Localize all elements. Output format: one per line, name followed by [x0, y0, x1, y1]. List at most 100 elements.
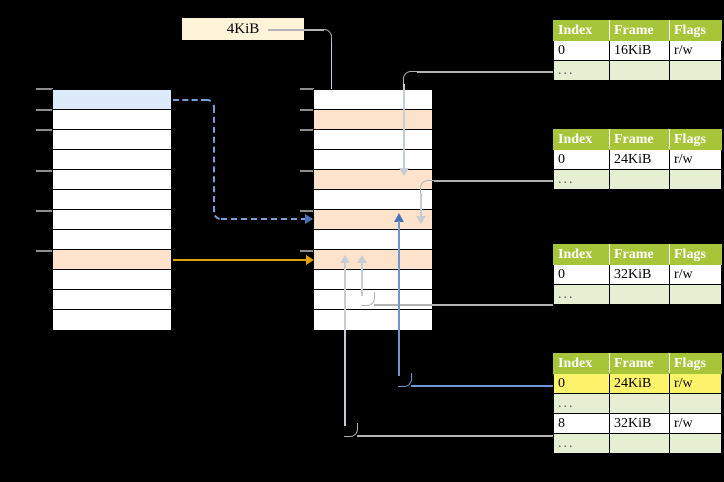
connector-pt4a-horizontal	[411, 385, 553, 387]
gutter-tick	[36, 129, 53, 131]
cell-index: 0	[553, 40, 610, 61]
table-row[interactable]: ...	[553, 433, 722, 454]
left-memory-row-9[interactable]	[53, 270, 171, 290]
cell-frame	[609, 60, 670, 81]
middle-memory-row-4[interactable]	[314, 170, 432, 190]
left-memory-row-4[interactable]	[53, 170, 171, 190]
cell-flags: r/w	[669, 149, 722, 170]
cell-frame: 24KiB	[609, 373, 670, 394]
column-header-index: Index	[553, 129, 610, 150]
gutter-tick	[300, 170, 314, 172]
left-memory-row-0[interactable]	[53, 90, 171, 110]
middle-memory-row-0[interactable]	[314, 90, 432, 110]
connector-pt3-horizontal	[374, 304, 553, 306]
cell-frame	[609, 284, 670, 305]
cell-frame: 16KiB	[609, 40, 670, 61]
connector-pt4a-elbow	[398, 373, 412, 387]
middle-memory-row-1[interactable]	[314, 110, 432, 130]
cell-index: 8	[553, 413, 610, 434]
page-table-1-header-row: Index Frame Flags	[553, 20, 722, 41]
gutter-tick	[36, 170, 53, 172]
connector-pt1-elbow	[403, 71, 417, 85]
middle-memory-row-2[interactable]	[314, 130, 432, 150]
table-row[interactable]: 8 32KiB r/w	[553, 413, 722, 434]
connector-4kib-elbow	[318, 29, 332, 43]
column-header-flags: Flags	[669, 129, 722, 150]
left-memory-row-3[interactable]	[53, 150, 171, 170]
connector-pt4b-horizontal	[357, 435, 553, 437]
cell-index: ...	[553, 433, 610, 454]
cell-index: 0	[553, 149, 610, 170]
middle-memory-column	[313, 89, 433, 330]
connector-pt2-horizontal	[434, 180, 553, 182]
connector-pt4a-arrowhead	[394, 213, 404, 222]
connector-pt4b-arrowhead	[340, 255, 350, 263]
cell-frame: 32KiB	[609, 413, 670, 434]
left-memory-row-1[interactable]	[53, 110, 171, 130]
dashed-connector-top	[173, 99, 207, 101]
table-row[interactable]: ...	[553, 284, 722, 305]
middle-memory-row-9[interactable]	[314, 270, 432, 290]
connector-pt1-horizontal	[417, 71, 553, 73]
table-row[interactable]: ...	[553, 393, 722, 414]
middle-memory-row-7[interactable]	[314, 230, 432, 250]
orange-connector-arrowhead	[306, 255, 314, 265]
left-memory-row-6[interactable]	[53, 210, 171, 230]
middle-memory-row-11[interactable]	[314, 310, 432, 330]
gutter-tick	[36, 88, 53, 90]
column-header-index: Index	[553, 244, 610, 265]
left-memory-row-11[interactable]	[53, 310, 171, 330]
table-row[interactable]: ...	[553, 169, 722, 190]
table-row[interactable]: 0 16KiB r/w	[553, 40, 722, 61]
middle-memory-row-5[interactable]	[314, 190, 432, 210]
cell-frame: 24KiB	[609, 149, 670, 170]
column-header-frame: Frame	[609, 353, 670, 374]
table-row[interactable]: 0 24KiB r/w	[553, 149, 722, 170]
cell-flags	[669, 60, 722, 81]
cell-index: ...	[553, 284, 610, 305]
left-memory-column	[52, 89, 172, 330]
left-memory-row-8[interactable]	[53, 250, 171, 270]
table-row[interactable]: 0 32KiB r/w	[553, 264, 722, 285]
middle-memory-row-8[interactable]	[314, 250, 432, 270]
middle-memory-row-6[interactable]	[314, 210, 432, 230]
cell-flags: r/w	[669, 413, 722, 434]
dashed-connector-bottom	[221, 218, 307, 220]
connector-pt2-vertical	[420, 193, 422, 219]
cell-frame	[609, 393, 670, 414]
page-table-3-header-row: Index Frame Flags	[553, 244, 722, 265]
column-header-index: Index	[553, 353, 610, 374]
column-header-flags: Flags	[669, 353, 722, 374]
size-label-4kib: 4KiB	[182, 18, 304, 40]
connector-pt3-arrowhead	[357, 255, 367, 263]
connector-4kib-horizontal	[268, 29, 324, 31]
table-row[interactable]: ...	[553, 60, 722, 81]
table-row[interactable]: 0 24KiB r/w	[553, 373, 722, 394]
connector-pt4a-vertical	[398, 221, 400, 376]
page-table-4: Index Frame Flags 0 24KiB r/w ... 8 32Ki…	[553, 353, 722, 454]
cell-flags: r/w	[669, 264, 722, 285]
connector-pt4b-vertical-upper	[344, 262, 346, 426]
page-table-1: Index Frame Flags 0 16KiB r/w ...	[553, 20, 722, 81]
left-memory-row-7[interactable]	[53, 230, 171, 250]
column-header-frame: Frame	[609, 129, 670, 150]
column-header-frame: Frame	[609, 244, 670, 265]
column-header-flags: Flags	[669, 20, 722, 41]
middle-memory-row-3[interactable]	[314, 150, 432, 170]
page-table-4-header-row: Index Frame Flags	[553, 353, 722, 374]
cell-flags	[669, 433, 722, 454]
orange-connector	[173, 259, 308, 261]
left-memory-row-5[interactable]	[53, 190, 171, 210]
gutter-tick	[300, 210, 314, 212]
connector-pt2-elbow	[420, 180, 434, 194]
cell-flags	[669, 169, 722, 190]
cell-frame: 32KiB	[609, 264, 670, 285]
connector-pt1-arrowhead	[398, 168, 409, 176]
cell-index: 0	[553, 373, 610, 394]
connector-4kib-vertical	[330, 42, 332, 110]
cell-flags	[669, 284, 722, 305]
left-memory-row-10[interactable]	[53, 290, 171, 310]
cell-frame	[609, 433, 670, 454]
left-memory-row-2[interactable]	[53, 130, 171, 150]
